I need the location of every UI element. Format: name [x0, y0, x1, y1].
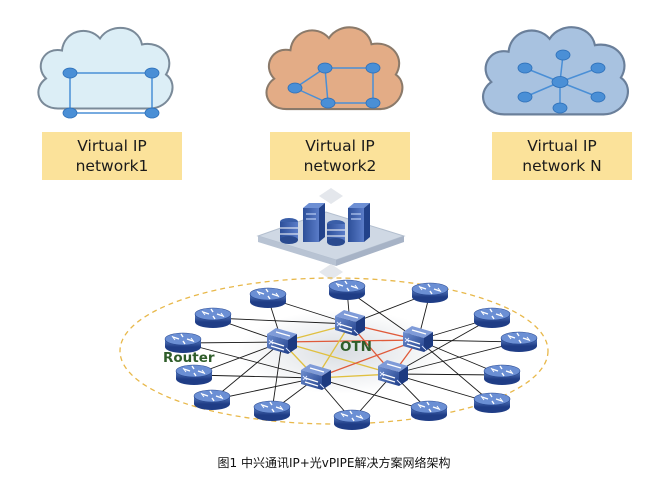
router-link — [315, 377, 430, 412]
label-line-1: Virtual IP — [77, 137, 147, 155]
network-node — [365, 62, 381, 74]
connector-diamond-bottom — [319, 264, 343, 280]
router-link — [392, 317, 493, 375]
server-rack-icon — [280, 203, 370, 246]
routers-group — [164, 279, 538, 430]
network-node — [590, 91, 606, 103]
otn-core-link — [281, 339, 419, 343]
label-box-network-2: Virtual IP network2 — [270, 132, 410, 180]
otn-label: OTN — [340, 339, 372, 355]
platform-side — [258, 236, 336, 266]
network-node — [287, 82, 303, 94]
disk-stack — [280, 218, 298, 244]
router-icon — [333, 409, 371, 430]
router-link — [193, 374, 317, 379]
router-icon — [193, 389, 231, 410]
label-box-bg — [492, 132, 632, 180]
cloud-shape — [481, 26, 630, 116]
router-icon — [253, 400, 291, 421]
router-icon — [473, 392, 511, 413]
network-node — [555, 49, 571, 61]
label-box-network-1: Virtual IP network1 — [42, 132, 182, 180]
network-node — [62, 67, 78, 79]
router-icon — [249, 287, 287, 308]
router-icon — [500, 331, 538, 352]
router-icon — [164, 332, 202, 353]
network-node — [144, 107, 160, 119]
router-link — [392, 373, 503, 376]
otn-switch-icon — [267, 328, 297, 354]
router-icon — [411, 282, 449, 303]
network-node — [590, 62, 606, 74]
router-link — [271, 341, 283, 412]
network-node — [320, 97, 336, 109]
network-node — [144, 67, 160, 79]
network-node — [552, 102, 568, 114]
label-line-1: Virtual IP — [527, 137, 597, 155]
figure-caption: 图1 中兴通讯IP+光vPIPE解决方案网络架构 — [218, 455, 451, 470]
otn-switch-icon — [378, 360, 408, 386]
disk-stack — [327, 220, 345, 246]
router-icon — [175, 364, 213, 385]
label-box-network-n: Virtual IP network N — [492, 132, 632, 180]
server-tower — [303, 203, 325, 242]
router-icon — [483, 364, 521, 385]
router-icon — [473, 307, 511, 328]
label-box-bg — [42, 132, 182, 180]
label-line-2: network2 — [304, 157, 377, 175]
controller-stack — [256, 188, 406, 280]
cloud-virtual-network-n — [481, 26, 630, 116]
network-boundary-ellipse — [119, 277, 549, 425]
server-tower — [348, 203, 370, 242]
router-link — [212, 317, 351, 325]
router-icon — [328, 279, 366, 300]
otn-switches-group — [267, 310, 433, 390]
connector-diamond-top — [319, 188, 343, 204]
label-line-2: network1 — [76, 157, 149, 175]
router-link — [392, 341, 520, 375]
otn-switch-icon — [403, 326, 433, 352]
router-icon — [410, 400, 448, 421]
label-line-1: Virtual IP — [305, 137, 375, 155]
router-icon — [194, 307, 232, 328]
otn-core-link — [315, 339, 419, 379]
network-node-hub — [551, 76, 569, 88]
cloud-2-nodes — [287, 62, 381, 109]
router-link — [211, 341, 283, 401]
network-node — [365, 97, 381, 109]
router-link — [417, 339, 493, 404]
network-node — [62, 107, 78, 119]
network-node — [317, 62, 333, 74]
cloud-1-nodes — [62, 67, 160, 119]
otn-switch-icon — [301, 364, 331, 390]
cloud-3-nodes — [517, 49, 606, 114]
network-node — [517, 91, 533, 103]
router-label: Router — [163, 350, 215, 366]
label-box-bg — [270, 132, 410, 180]
otn-switch-icon — [335, 310, 365, 336]
network-node — [517, 62, 533, 74]
router-link — [182, 342, 317, 379]
otn-core-link — [281, 341, 394, 375]
platform-side — [336, 236, 404, 266]
label-line-2: network N — [522, 157, 601, 175]
